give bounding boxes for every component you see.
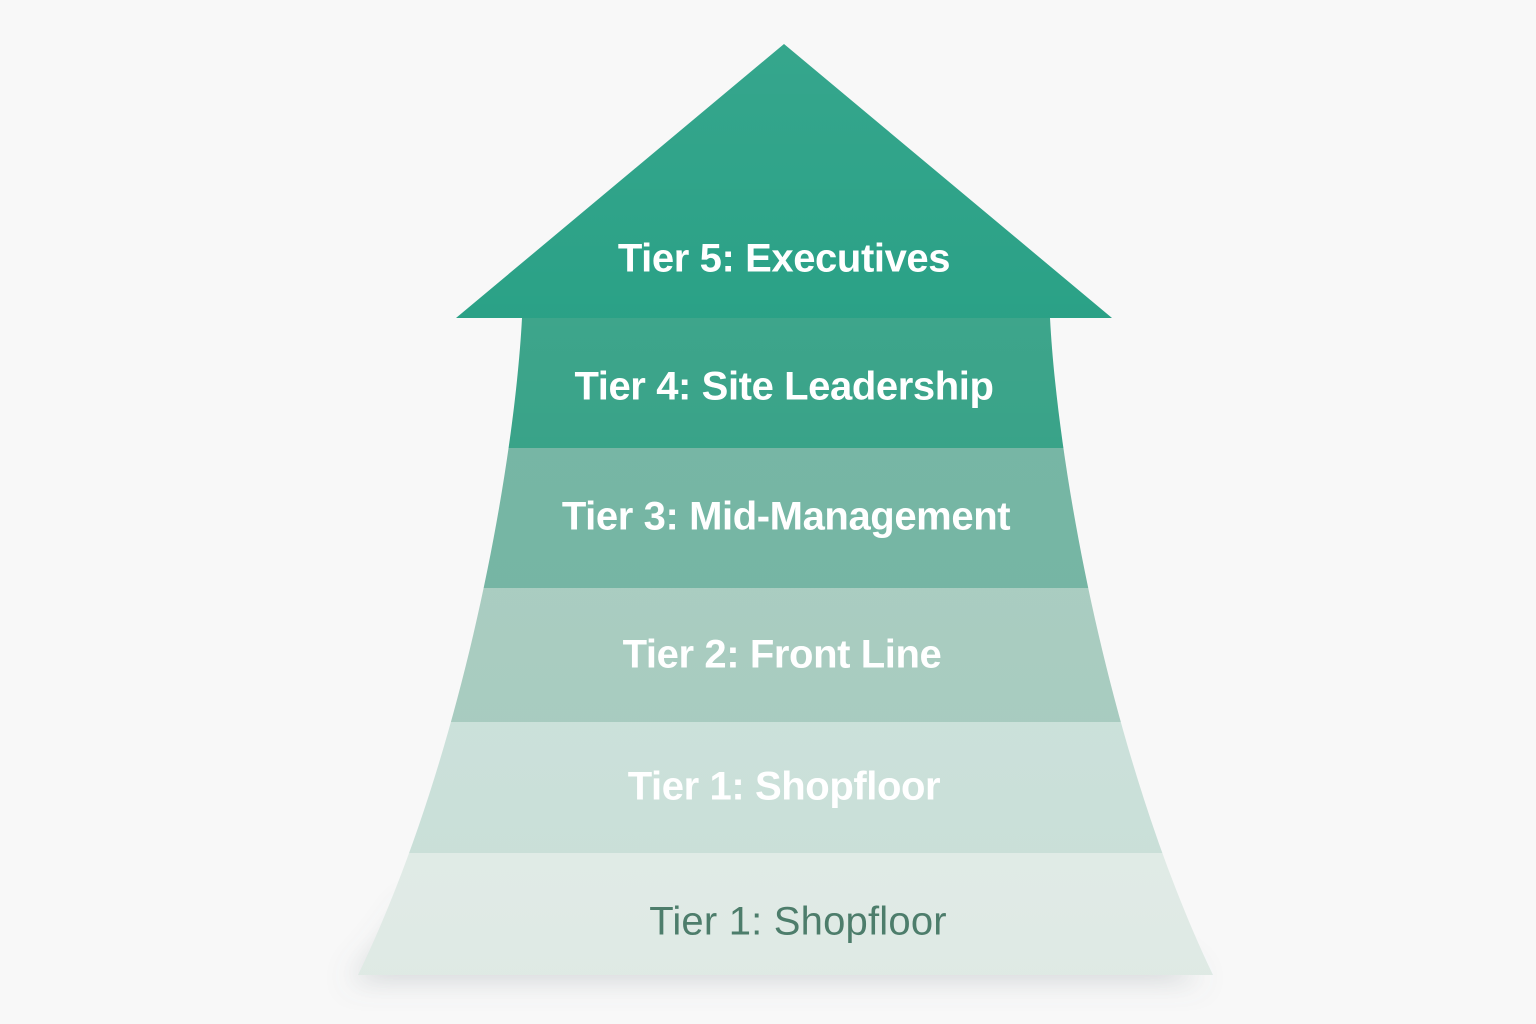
- label-tier1-upper: Tier 1: Shopfloor: [628, 765, 940, 809]
- label-tier4: Tier 4: Site Leadership: [574, 365, 993, 409]
- label-tier5: Tier 5: Executives: [618, 237, 950, 281]
- label-tier3: Tier 3: Mid-Management: [562, 495, 1010, 539]
- label-tier2: Tier 2: Front Line: [623, 633, 942, 677]
- label-tier1-base: Tier 1: Shopfloor: [649, 900, 947, 944]
